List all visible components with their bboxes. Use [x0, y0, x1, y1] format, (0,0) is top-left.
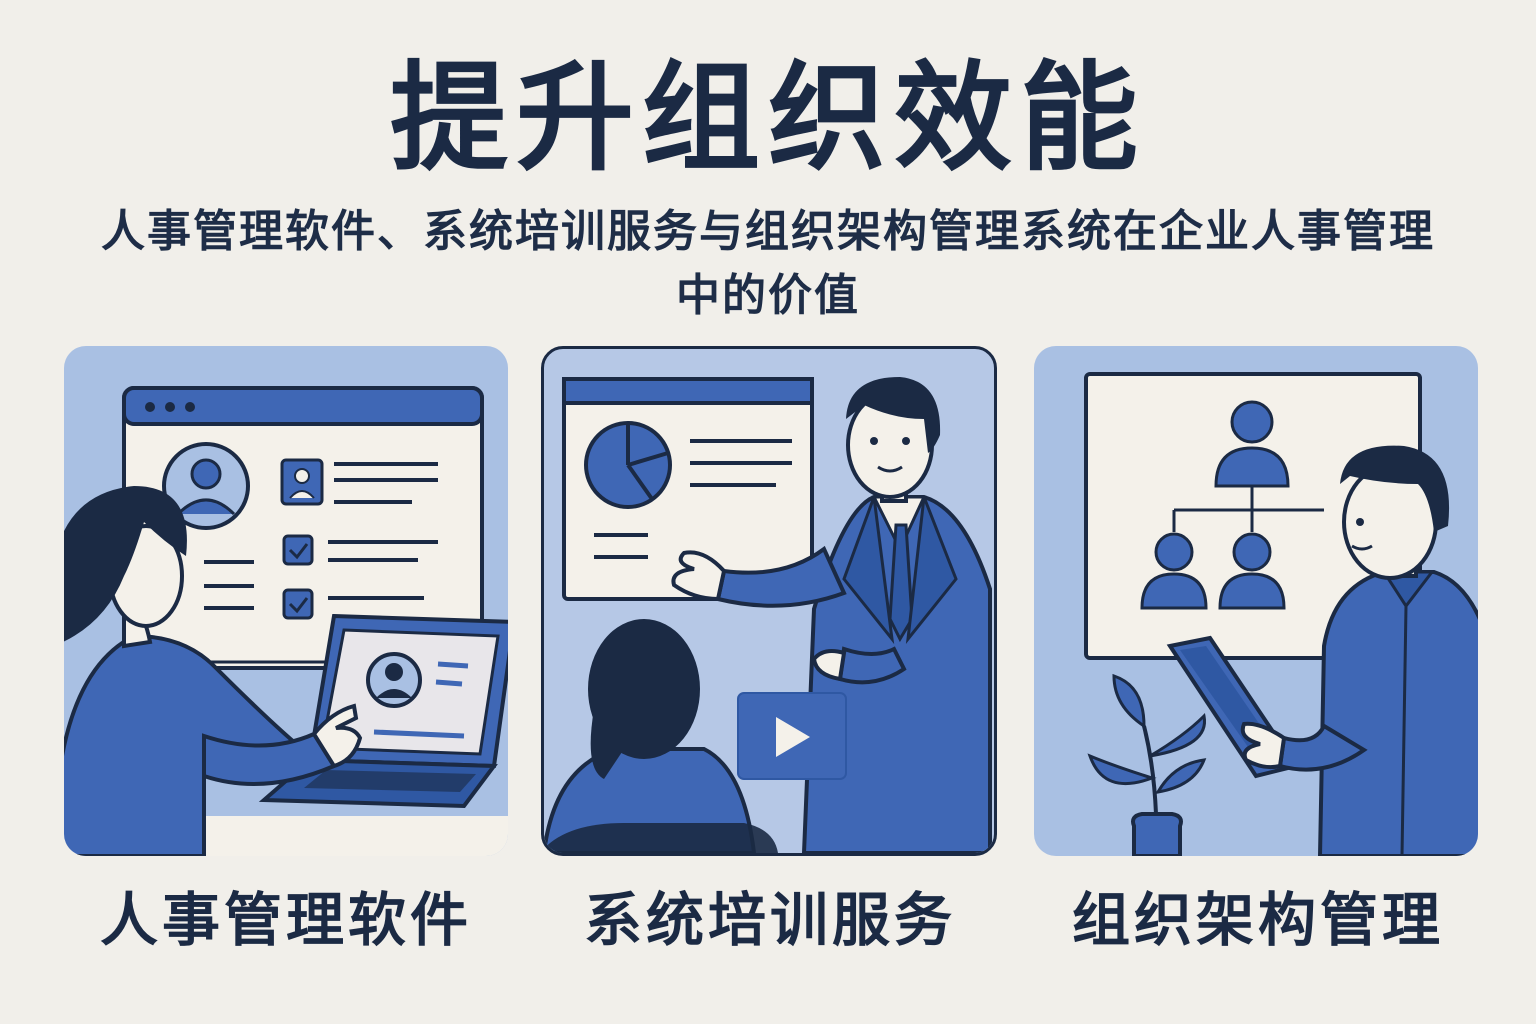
page-title: 提升组织效能	[389, 49, 1146, 187]
pie-chart-icon	[584, 421, 672, 509]
page-subtitle: 人事管理软件、系统培训服务与组织架构管理系统在企业人事管理中的价值	[101, 206, 1435, 321]
checkbox-icon	[282, 588, 314, 620]
user-avatar-icon	[162, 442, 250, 530]
panel-training-service	[541, 346, 997, 856]
checkbox-icon	[282, 534, 314, 566]
user-avatar-icon	[366, 652, 422, 708]
org-chart-icon	[1140, 400, 1324, 610]
org-structure-illustration	[1084, 372, 1478, 856]
panel-org-structure	[1034, 346, 1478, 856]
caption-training-service: 系统培训服务	[583, 886, 956, 954]
play-icon[interactable]	[737, 692, 847, 780]
plant-icon	[1087, 673, 1207, 856]
hr-software-illustration	[64, 386, 508, 856]
user-avatar-icon	[280, 458, 324, 506]
caption-hr-software: 人事管理软件	[99, 886, 472, 954]
panel-hr-software	[64, 346, 508, 856]
training-service-illustration	[544, 377, 992, 853]
caption-org-structure: 组织架构管理	[1071, 886, 1444, 954]
